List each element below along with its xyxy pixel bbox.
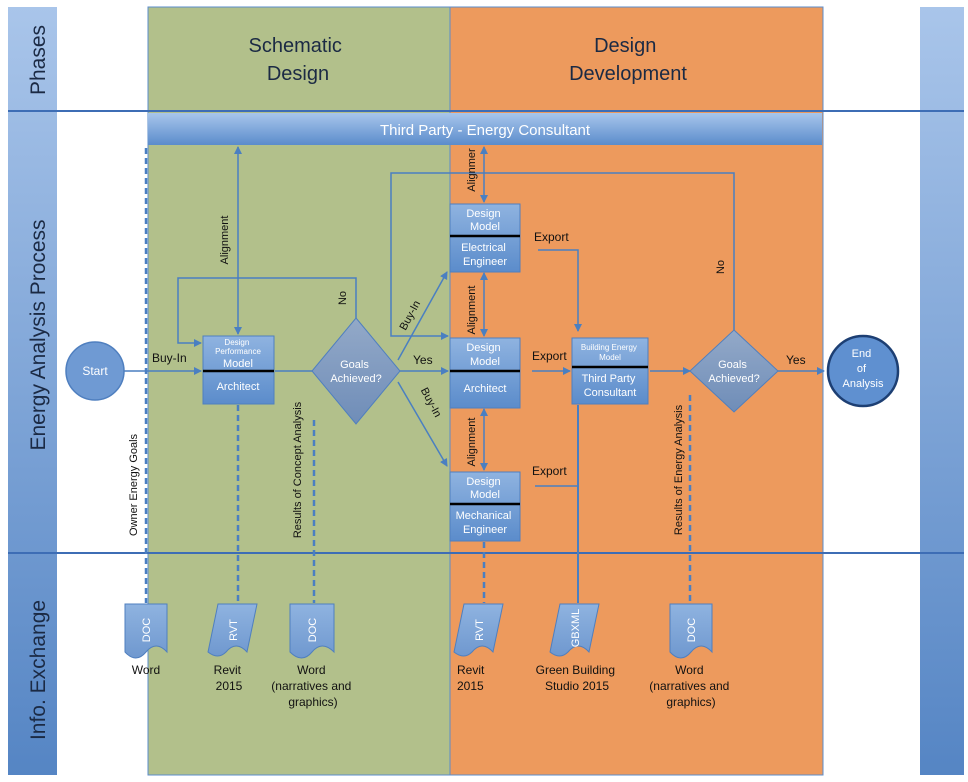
architect-role-label: Architect [217, 381, 260, 393]
electrical-role: Electrical Engineer [461, 242, 509, 268]
mechanical-role: Mechanical Engineer [456, 510, 515, 536]
label-alignment-sd: Alignment [219, 216, 231, 265]
architect-model-label: Model [223, 358, 253, 370]
document-caption: Green Building Studio 2015 [536, 663, 619, 693]
start-node: Start [65, 341, 125, 401]
electrical-model-box: Design Model Electrical Engineer [449, 203, 521, 273]
connectors [124, 146, 825, 487]
document-caption: Word [132, 663, 160, 677]
dd-architect-model-box: Design Model Architect [449, 337, 521, 409]
third-party-bar [148, 113, 822, 145]
phase-schematic-title: Schematic Design [249, 35, 348, 85]
decision-1-label: Goals Achieved? [330, 359, 381, 385]
document-revit-sd: RVT Revit 2015 [207, 603, 258, 693]
label-no-2: No [715, 260, 727, 274]
document-caption: Word (narratives and graphics) [649, 663, 732, 709]
dashed-links [144, 148, 692, 603]
lane-label-process: Energy Analysis Process [27, 219, 50, 450]
electrical-model-title: Design Model [466, 208, 503, 233]
document-caption: Revit 2015 [457, 663, 488, 693]
label-concept-results: Results of Concept Analysis [292, 401, 304, 538]
mechanical-model-box: Design Model Mechanical Engineer [449, 471, 521, 542]
label-export-1: Export [534, 230, 569, 244]
document-word-owner: DOC Word [124, 603, 168, 677]
end-label: End of Analysis [843, 348, 884, 390]
document-revit-dd: RVT Revit 2015 [453, 603, 504, 693]
label-alignment-top: Alignmer [466, 148, 478, 192]
energy-model-title: Building Energy Model [581, 343, 639, 362]
document-gbxml: GBXML Green Building Studio 2015 [536, 603, 619, 693]
document-tag: GBXML [570, 609, 582, 648]
document-word-concept: DOC Word (narratives and graphics) [271, 603, 354, 709]
right-lane-bar [920, 7, 964, 775]
document-caption: Word (narratives and graphics) [271, 663, 354, 709]
document-tag: RVT [474, 619, 486, 641]
label-alignment-bot: Alignment [466, 418, 478, 467]
dd-architect-role: Architect [464, 383, 507, 395]
document-tag: DOC [141, 618, 153, 643]
architect-model-box: Design Performance Model Architect [202, 335, 275, 405]
left-lane-bar [8, 7, 57, 775]
label-owner-goals: Owner Energy Goals [128, 433, 140, 536]
decision-diamond-1: Goals Achieved? [311, 317, 401, 425]
decision-diamond-2: Goals Achieved? [689, 329, 779, 413]
architect-model-title: Design Performance [215, 338, 261, 356]
third-party-label: Third Party - Energy Consultant [380, 122, 591, 139]
phase-development-title: Design Development [569, 35, 687, 85]
end-node: End of Analysis [826, 334, 900, 408]
lane-label-phases: Phases [27, 25, 50, 95]
start-label: Start [82, 364, 108, 378]
label-yes-2: Yes [786, 353, 806, 367]
document-word-energy: DOC Word (narratives and graphics) [649, 603, 732, 709]
dd-architect-model-title: Design Model [466, 342, 503, 368]
decision-2-label: Goals Achieved? [708, 359, 759, 385]
label-no-1: No [337, 291, 349, 305]
document-tag: DOC [307, 618, 319, 643]
lane-label-exchange: Info. Exchange [27, 600, 50, 740]
label-energy-results: Results of Energy Analysis [673, 404, 685, 535]
document-tag: RVT [228, 619, 240, 641]
energy-model-box: Building Energy Model Third Party Consul… [571, 337, 649, 405]
label-export-3: Export [532, 464, 567, 478]
document-tag: DOC [686, 618, 698, 643]
label-alignment-mid: Alignment [466, 286, 478, 335]
label-export-2: Export [532, 349, 567, 363]
label-buyin-start: Buy-In [152, 351, 187, 365]
mechanical-model-title: Design Model [466, 476, 503, 501]
energy-model-role: Third Party Consultant [582, 373, 639, 399]
document-caption: Revit 2015 [214, 663, 245, 693]
label-yes-1: Yes [413, 353, 433, 367]
